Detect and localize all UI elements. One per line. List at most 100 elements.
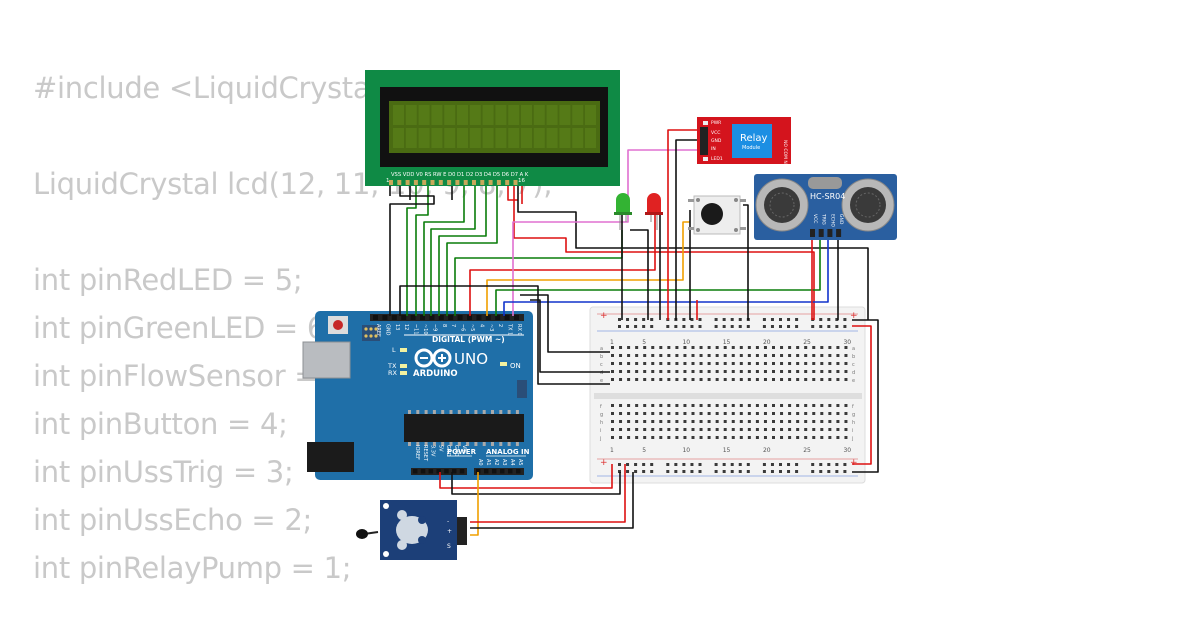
digital-pin <box>420 315 425 320</box>
digital-pin-label: ~11 <box>413 324 419 335</box>
relay-cube <box>732 124 772 158</box>
analog-header <box>474 468 524 475</box>
bb-row-letter: i <box>852 428 853 434</box>
digital-pin-label: 2 <box>497 324 503 327</box>
bb-column-number: 5 <box>642 339 646 346</box>
digital-pin-label: 13 <box>394 324 400 330</box>
bb-row-letter: f <box>600 404 602 410</box>
analog-pin-label: A2 <box>493 459 499 466</box>
digital-pin-label: RX 0 <box>516 324 522 336</box>
digital-pin-label: 12 <box>403 324 409 330</box>
bb-row-letter: i <box>600 428 601 434</box>
ultrasonic-pin-label: TRIG <box>821 213 827 225</box>
flow-pin-s-label: S <box>447 543 451 550</box>
usb-port <box>302 341 351 379</box>
digital-pin-label: ~3 <box>488 324 494 331</box>
bb-row-letter: f <box>852 404 854 410</box>
tx-led-label: TX <box>387 362 397 370</box>
thermistor-probe-icon <box>356 529 368 539</box>
power-pin-label: GND <box>453 445 459 457</box>
digital-pin <box>457 315 463 320</box>
bb-row-letter: c <box>600 362 603 368</box>
code-line: int pinUssEcho = 2; <box>33 503 312 537</box>
bb-row-letter: b <box>600 354 603 360</box>
analog-pin-label: A3 <box>501 459 507 466</box>
bb-row-letter: g <box>852 412 855 418</box>
power-pin-label: Vin <box>461 445 467 453</box>
bb-column-number: 1 <box>610 447 614 454</box>
digital-pin <box>410 315 416 320</box>
analog-pin-label: A1 <box>485 459 491 466</box>
power-pin-label: RESET <box>422 445 428 462</box>
analog-pin-label: A0 <box>477 459 483 466</box>
bb-column-number: 30 <box>843 447 851 454</box>
digital-header <box>370 314 524 321</box>
lcd-pin-labels: VSS VDD V0 RS RW E D0 D1 D2 D3 D4 D5 D6 … <box>391 172 529 178</box>
power-label: POWER <box>447 448 477 456</box>
arduino-brand-label: ARDUINO <box>413 369 458 379</box>
atmega-chip <box>404 414 524 442</box>
digital-pwm-label: DIGITAL (PWM ~) <box>432 335 505 344</box>
digital-pin-label: ~5 <box>469 324 475 331</box>
ultrasonic-pin-label: GND <box>838 214 844 225</box>
power-pin-label: 3.3V <box>430 445 436 457</box>
bb-row-letter: b <box>852 354 855 360</box>
rail-plus-label: + <box>600 311 608 321</box>
on-led-label: ON <box>510 362 521 370</box>
digital-pin <box>373 315 378 320</box>
arduino-logo-icon <box>414 348 452 368</box>
relay-pwr-label: PWR <box>711 120 721 126</box>
digital-pin <box>382 315 388 320</box>
digital-pin-label: 8 <box>441 324 447 327</box>
power-jack <box>307 442 354 472</box>
code-line: int pinUssTrig = 3; <box>33 455 294 489</box>
rx-led-label: RX <box>388 369 398 377</box>
bb-column-number: 15 <box>723 447 731 454</box>
flow-pin-s: - <box>447 518 449 525</box>
code-line: int pinRedLED = 5; <box>33 263 303 297</box>
led-green <box>614 193 632 230</box>
digital-pin <box>429 315 435 320</box>
relay-title: Relay <box>740 133 768 144</box>
lcd-pin-first: 1 <box>386 178 390 184</box>
bb-row-letter: e <box>600 378 603 384</box>
digital-pin-label: AREF <box>375 324 381 337</box>
code-line: int pinRelayPump = 1; <box>33 551 352 585</box>
bb-row-letter: d <box>852 370 855 376</box>
analog-pin-label: A5 <box>517 459 523 466</box>
digital-pin <box>391 315 397 320</box>
relay-contact-label: NO COM NC <box>782 140 788 167</box>
ultrasonic-pin-label: ECHO <box>829 214 835 227</box>
relay-pin-gnd: GND <box>711 138 722 144</box>
arduino-model-label: UNO <box>454 350 488 368</box>
led-red <box>645 193 663 230</box>
digital-pin-label: 7 <box>450 324 456 327</box>
wires <box>389 129 879 536</box>
digital-pin <box>401 315 407 320</box>
bb-column-number: 30 <box>843 339 851 346</box>
push-button-cap-icon <box>701 203 723 225</box>
ultrasonic-pin-label: VCC <box>812 214 818 223</box>
rail-plus-label-bottom: + <box>600 458 608 468</box>
bb-column-number: 20 <box>763 447 771 454</box>
digital-pin <box>485 315 491 320</box>
digital-pin <box>476 315 482 320</box>
bb-row-letter: e <box>852 378 855 384</box>
bb-column-number: 10 <box>682 339 690 346</box>
digital-pin-label: GND <box>384 324 390 336</box>
bb-column-number: 5 <box>642 447 646 454</box>
push-button <box>688 195 746 235</box>
bb-row-letter: j <box>851 436 853 442</box>
digital-pin-label: 4 <box>478 324 484 327</box>
bb-row-letter: a <box>852 346 855 352</box>
analog-in-label: ANALOG IN <box>486 448 530 456</box>
bb-row-letter: c <box>852 362 855 368</box>
digital-pin <box>504 315 510 320</box>
bb-column-number: 10 <box>682 447 690 454</box>
bb-column-number: 1 <box>610 339 614 346</box>
digital-pin <box>448 315 454 320</box>
power-pin-label: GND <box>445 445 451 457</box>
